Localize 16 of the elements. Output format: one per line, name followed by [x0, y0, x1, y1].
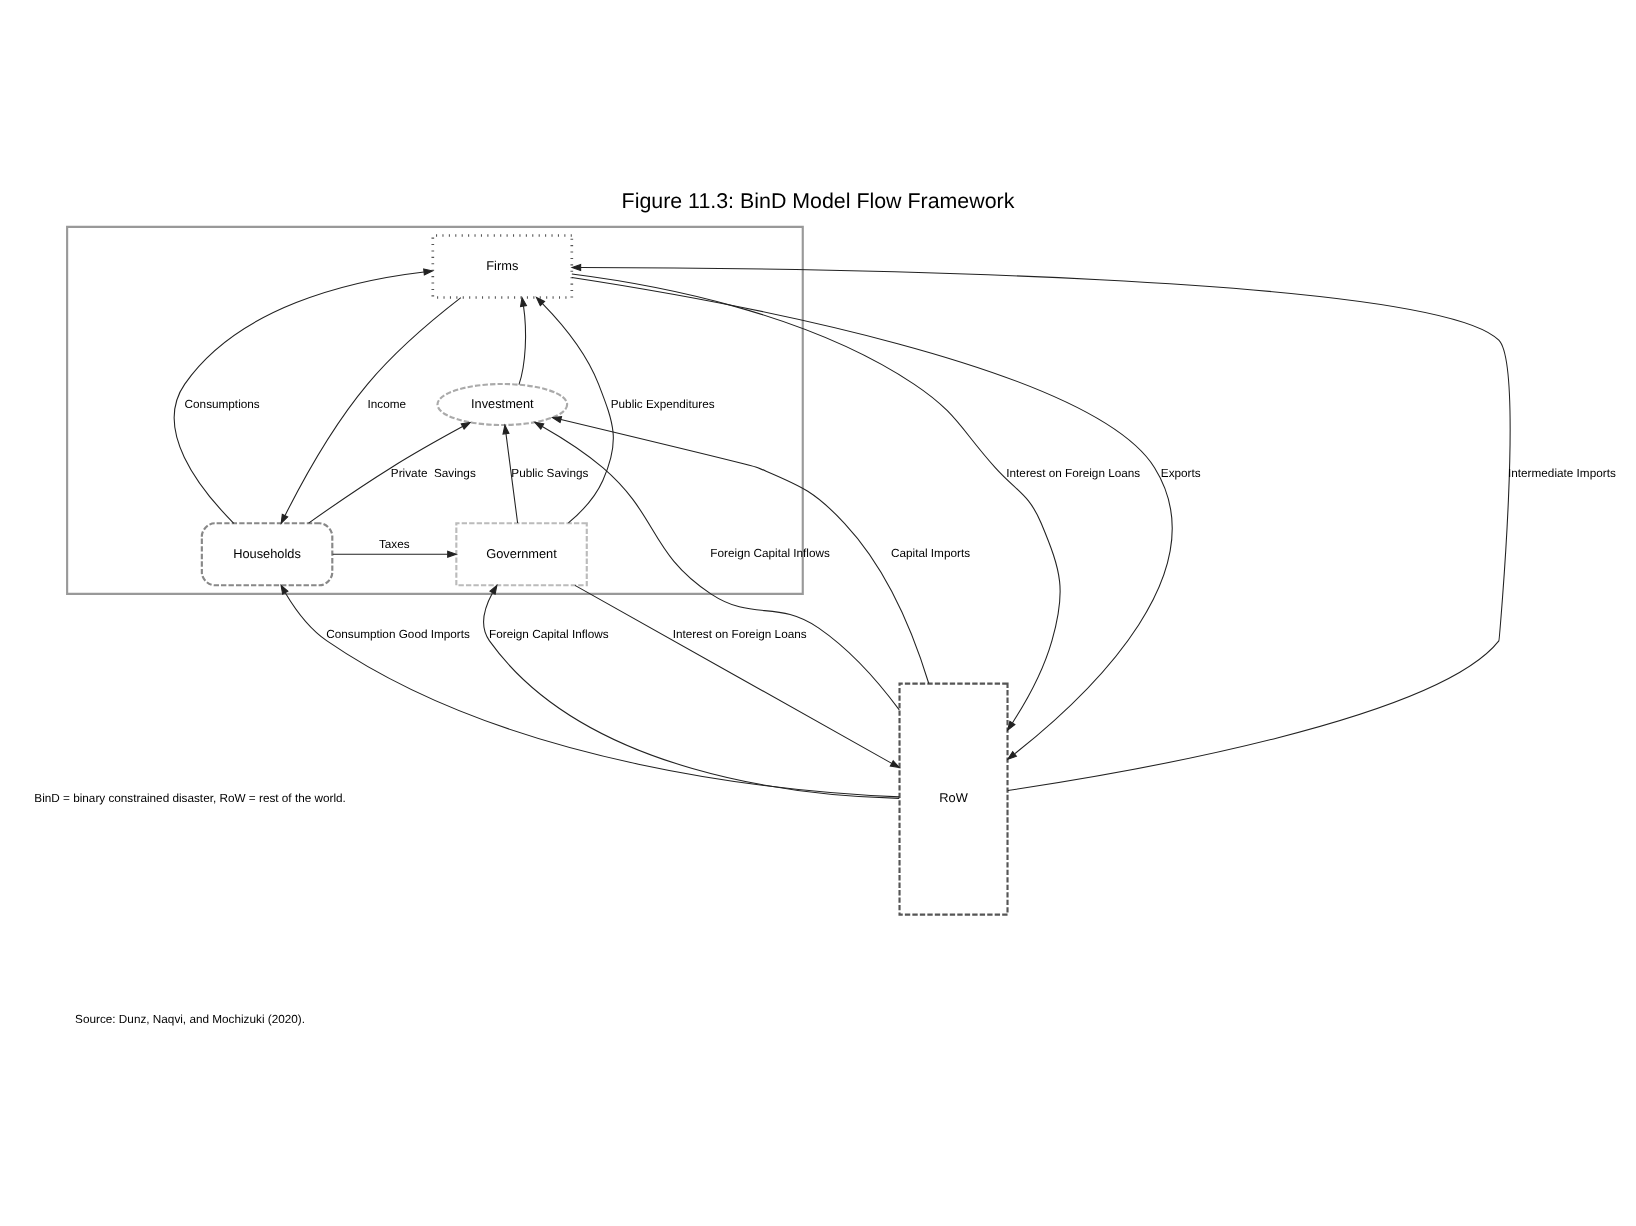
- arrow: [173, 268, 435, 524]
- arrow: [280, 583, 900, 798]
- arrow: [535, 296, 614, 524]
- arrow: [571, 273, 1061, 732]
- arrow: [483, 583, 900, 799]
- arrow: [518, 296, 528, 386]
- arrow: [533, 421, 900, 711]
- arrow: [570, 263, 1511, 791]
- arrow: [550, 416, 930, 685]
- arrow: [571, 276, 1173, 761]
- arrow: [308, 421, 472, 524]
- arrow: [502, 423, 519, 524]
- arrow: [280, 297, 462, 525]
- arrow: [574, 584, 901, 769]
- arrow: [332, 550, 458, 559]
- diagram-title: Figure 11.3: BinD Model Flow Framework: [621, 189, 1015, 214]
